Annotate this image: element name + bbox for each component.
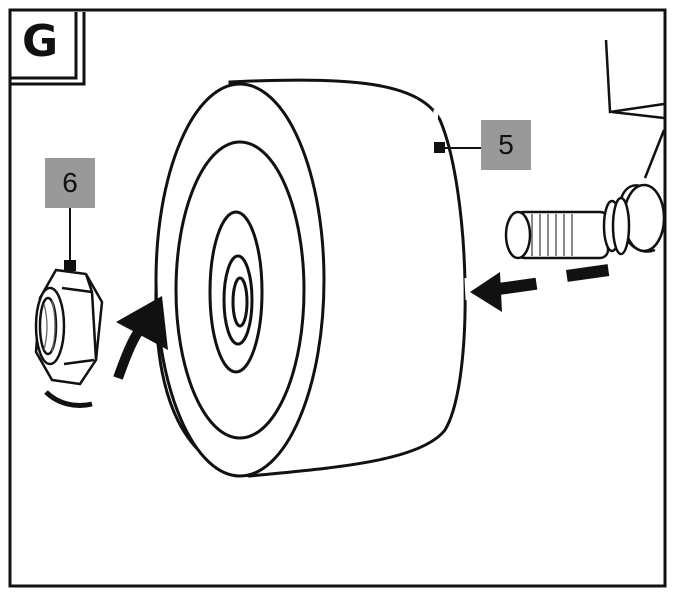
diagram-frame	[8, 8, 667, 588]
arrow-icon	[470, 264, 610, 312]
wheel	[154, 78, 467, 478]
callout-label-6: 6	[45, 158, 95, 208]
hex-nut	[34, 268, 104, 386]
arrow-icon	[113, 296, 168, 380]
axle-bolt	[504, 196, 631, 260]
callout-6-leader	[64, 208, 76, 271]
callout-label-5: 5	[481, 120, 531, 170]
step-box-border	[10, 12, 86, 86]
callout-5-leader	[434, 142, 481, 153]
step-box-frame	[10, 12, 78, 80]
axle-mount	[604, 39, 666, 253]
hub-bore-inner	[231, 276, 249, 328]
step-letter: G	[21, 15, 59, 67]
rotation-arrow-icon	[44, 390, 93, 408]
